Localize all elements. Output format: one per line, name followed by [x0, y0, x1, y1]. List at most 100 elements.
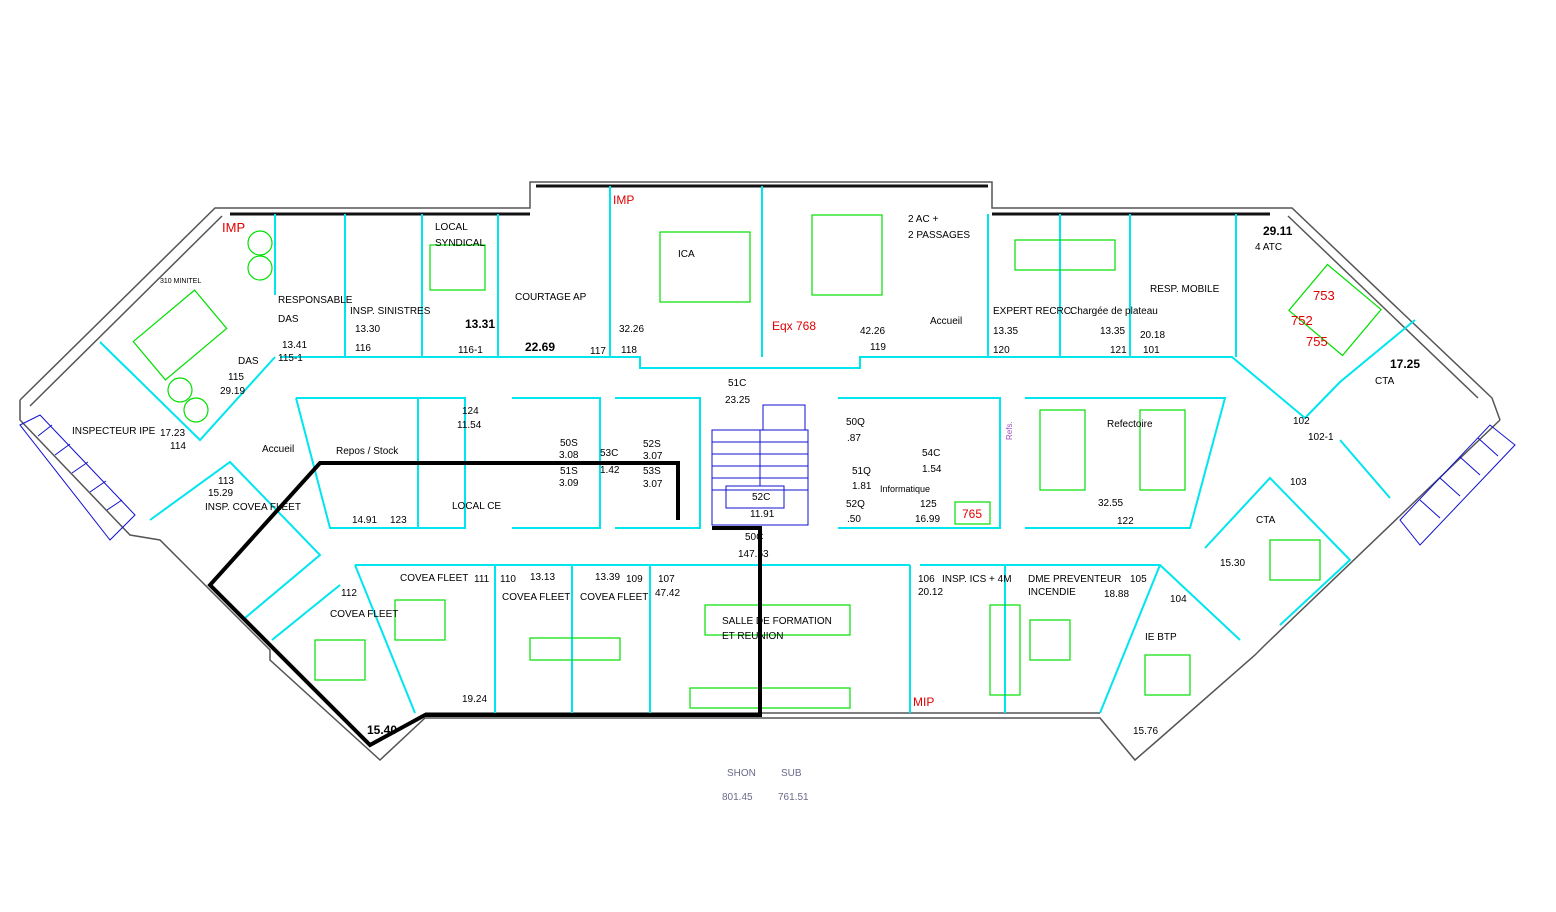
- room-number: 102: [1293, 416, 1310, 427]
- room-number: 52S: [643, 439, 661, 450]
- room-label: SALLE DE FORMATION: [722, 616, 832, 627]
- room-label: DME PREVENTEUR: [1028, 574, 1121, 585]
- room-label: 4 ATC: [1255, 242, 1282, 253]
- sub-value: 761.51: [778, 792, 809, 803]
- stairs-left: [19, 414, 136, 541]
- room-number: 115-1: [278, 353, 303, 364]
- room-label: INCENDIE: [1028, 587, 1076, 598]
- room-number: 51C: [728, 378, 746, 389]
- room-area: 15.76: [1133, 726, 1158, 737]
- room-number: 110: [500, 574, 516, 585]
- room-number: 124: [462, 406, 479, 417]
- room-number: 117: [590, 346, 606, 357]
- room-label: 2 PASSAGES: [908, 230, 970, 241]
- shon-label: SHON: [727, 768, 756, 779]
- room-area: 13.35: [993, 326, 1018, 337]
- sub-label: SUB: [781, 768, 802, 779]
- room-label: RESPONSABLE: [278, 295, 353, 306]
- room-number: 50Q: [846, 417, 865, 428]
- room-area: 11.91: [750, 509, 775, 520]
- room-label: ICA: [678, 249, 695, 260]
- room-area: 13.39: [595, 572, 620, 583]
- room-label: COVEA FLEET: [400, 573, 468, 584]
- room-number: 115: [228, 372, 244, 383]
- room-number: 105: [1130, 574, 1147, 585]
- room-label: INSPECTEUR IPE: [72, 426, 156, 437]
- room-label: COURTAGE AP: [515, 292, 587, 303]
- room-number: 50C: [745, 532, 763, 543]
- room-area: .87: [847, 433, 861, 444]
- mip-label: MIP: [913, 695, 934, 709]
- room-number: 112: [341, 588, 357, 599]
- equipment-label: Eqx 768: [772, 319, 816, 333]
- room-label: ET REUNION: [722, 631, 784, 642]
- stairs-right: [1399, 424, 1516, 546]
- room-area: 42.26: [860, 326, 885, 337]
- room-label: Accueil: [930, 316, 962, 327]
- room-area: 29.19: [220, 386, 245, 397]
- room-area: 15.30: [1220, 558, 1245, 569]
- equipment-label: Refs.: [1005, 421, 1014, 440]
- room-area: 11.54: [457, 420, 482, 431]
- room-label: Refectoire: [1107, 419, 1153, 430]
- room-number: 106: [918, 574, 935, 585]
- room-number: 107: [658, 574, 675, 585]
- room-label: INSP. ICS + 4M: [942, 574, 1012, 585]
- room-area: 18.88: [1104, 589, 1129, 600]
- room-area: 16.99: [915, 514, 940, 525]
- room-area: 147.53: [738, 549, 769, 560]
- area-summary: SHON SUB 801.45 761.51: [722, 768, 809, 803]
- room-number: 52Q: [846, 499, 865, 510]
- room-number: 102-1: [1308, 432, 1334, 443]
- room-label: INSP. SINISTRES: [350, 306, 431, 317]
- room-number: 125: [920, 499, 937, 510]
- room-label: SYNDICAL: [435, 238, 485, 249]
- room-area: 3.09: [559, 478, 579, 489]
- equipment-label: 765: [962, 507, 982, 521]
- exterior-walls: [19, 181, 1501, 762]
- room-area: 23.25: [725, 395, 750, 406]
- room-area: 47.42: [655, 588, 680, 599]
- room-label: COVEA FLEET: [580, 592, 648, 603]
- room-area: 15.29: [208, 488, 233, 499]
- room-label: DAS: [238, 356, 259, 367]
- furniture: [132, 214, 1382, 709]
- room-area: 20.12: [918, 587, 943, 598]
- room-number: 113: [218, 476, 234, 487]
- imp-label: IMP: [222, 220, 245, 235]
- room-area: 1.42: [600, 465, 620, 476]
- room-area: 14.91: [352, 515, 377, 526]
- room-area: 13.35: [1100, 326, 1125, 337]
- room-labels: IMP RESPONSABLE DAS 13.41 115-1 INSP. SI…: [72, 193, 1420, 737]
- room-label: CTA: [1256, 515, 1276, 526]
- room-area: 3.07: [643, 479, 663, 490]
- room-number: 53C: [600, 448, 618, 459]
- room-area: 19.24: [462, 694, 487, 705]
- room-label: INSP. COVEA FLEET: [205, 502, 301, 513]
- room-label: COVEA FLEET: [330, 609, 398, 620]
- interior-walls: [99, 186, 1416, 714]
- room-area: 20.18: [1140, 330, 1165, 341]
- room-number: 111: [474, 574, 490, 585]
- room-number: 53S: [643, 466, 661, 477]
- room-label: EXPERT RECRC.: [993, 306, 1074, 317]
- highlight-outline: [207, 461, 762, 748]
- room-number: 52C: [752, 492, 770, 503]
- room-area: 13.13: [530, 572, 555, 583]
- room-area: 17.23: [160, 428, 185, 439]
- room-number: 118: [621, 345, 637, 356]
- room-label: Chargée de plateau: [1070, 306, 1158, 317]
- room-number: 114: [170, 441, 186, 452]
- room-area: 13.41: [282, 340, 307, 351]
- room-number: 122: [1117, 516, 1134, 527]
- room-number: 123: [390, 515, 407, 526]
- room-area: 17.25: [1390, 357, 1420, 371]
- room-area: .50: [847, 514, 861, 525]
- imp-label: IMP: [613, 193, 634, 207]
- room-label: Repos / Stock: [336, 446, 399, 457]
- room-label: IE BTP: [1145, 632, 1177, 643]
- room-area: 3.08: [559, 450, 579, 461]
- room-area: 1.54: [922, 464, 942, 475]
- room-number: 51S: [560, 466, 578, 477]
